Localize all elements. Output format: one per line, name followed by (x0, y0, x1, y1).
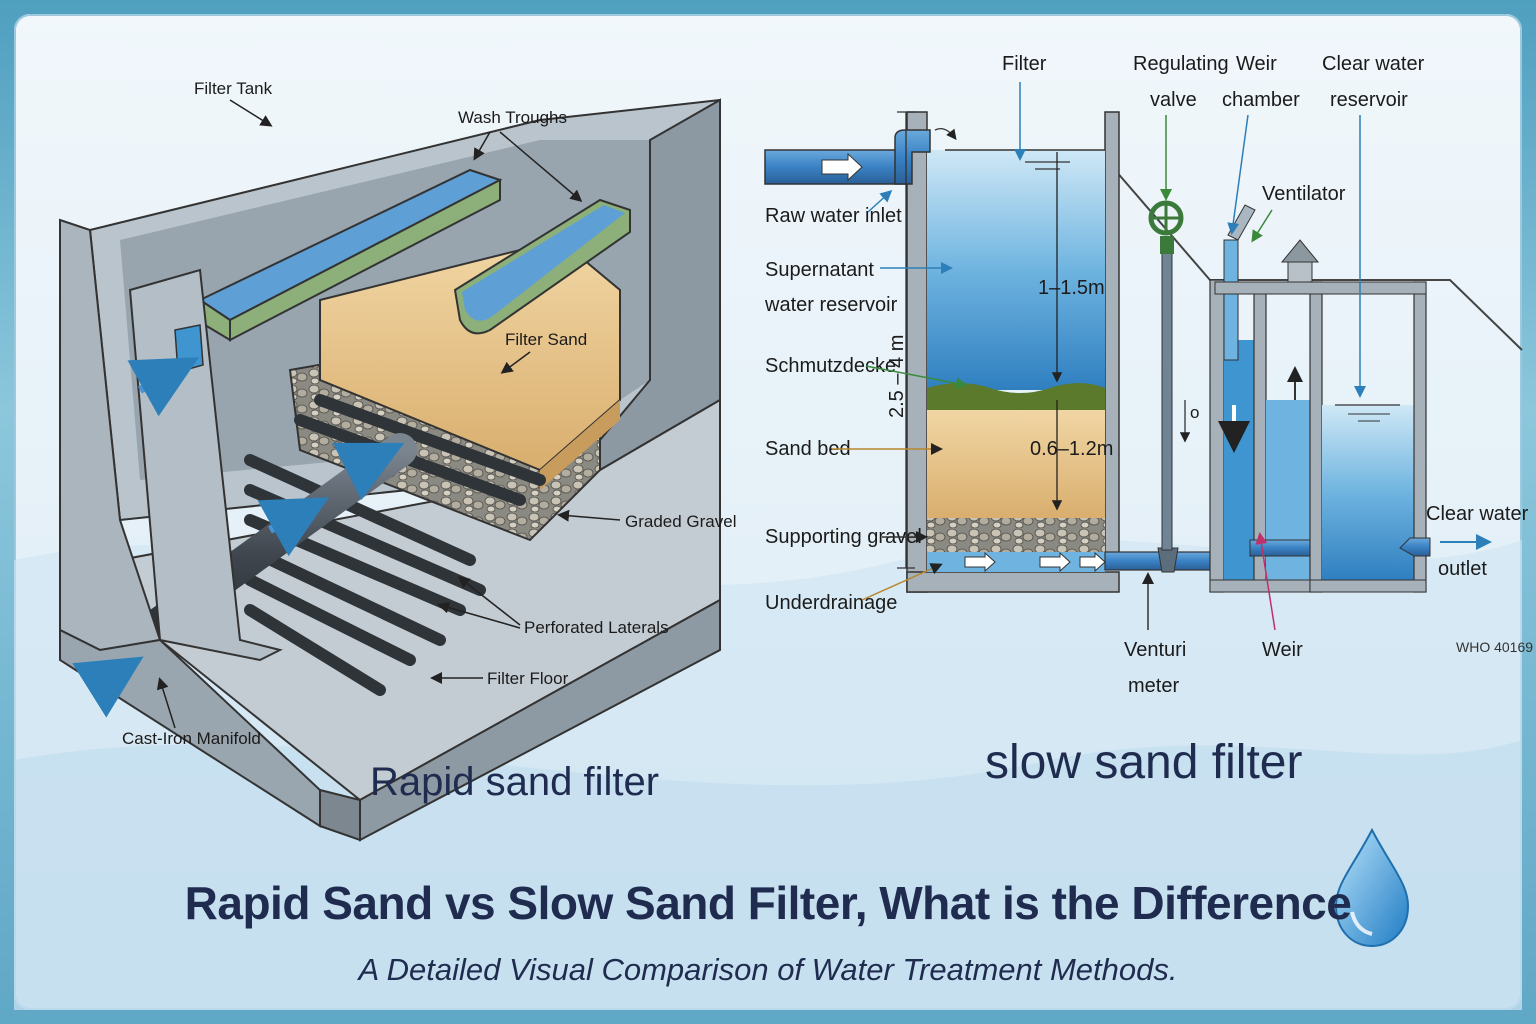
leader-line (1255, 532, 1276, 631)
sand-bed-layer (927, 410, 1105, 518)
label-clear-reservoir-2: reservoir (1330, 89, 1408, 111)
weir-inlet-pipe (1223, 239, 1239, 361)
sand-side (540, 400, 620, 490)
ventilator-cap (1280, 239, 1320, 263)
page-subtitle: A Detailed Visual Comparison of Water Tr… (358, 952, 1178, 987)
label-filter-floor: Filter Floor (487, 669, 569, 688)
leader-line (867, 189, 893, 213)
label-venturi-2: meter (1128, 675, 1179, 697)
page-title: Rapid Sand vs Slow Sand Filter, What is … (184, 877, 1352, 929)
inlet-arrow (821, 152, 863, 182)
clear-outlet-pipe (1399, 537, 1431, 557)
trough-water (462, 205, 625, 321)
schmutzdecke-layer (927, 383, 1105, 412)
reservoir-left-wall (1309, 281, 1323, 593)
leader-line (229, 99, 273, 127)
label-weir: Weir (1262, 639, 1303, 661)
filter-base (906, 571, 1120, 593)
label-supporting-gravel: Supporting gravel (765, 526, 922, 548)
filter-right-wall (1104, 111, 1120, 559)
label-filter-sand: Filter Sand (505, 330, 587, 349)
label-depth-total: 2.5 – 4 m (886, 335, 908, 418)
inlet-elbow (894, 129, 931, 185)
valve-body (1160, 236, 1174, 254)
chamber-roof (1214, 281, 1427, 295)
label-depth-water: 1–1.5m (1038, 277, 1105, 299)
rapid-filter-caption: Rapid sand filter (370, 760, 660, 804)
label-cast-iron-manifold: Cast-Iron Manifold (122, 729, 261, 748)
label-supernatant-2: water reservoir (764, 294, 898, 316)
label-regulating-1: Regulating (1133, 53, 1229, 75)
label-weir-chamber-2: chamber (1222, 89, 1300, 111)
leader-line (156, 677, 176, 729)
label-sand-bed: Sand bed (765, 438, 851, 460)
supernatant-water (927, 150, 1105, 390)
label-perforated-laterals: Perforated Laterals (524, 618, 669, 637)
leader-line (1227, 114, 1249, 235)
flow-arrow (72, 656, 144, 718)
leader-line (499, 131, 583, 202)
flow-arrow (127, 357, 199, 417)
supporting-gravel-layer (927, 518, 1105, 552)
leader-line (861, 563, 943, 601)
flow-arrow (332, 442, 405, 501)
leader-line (1251, 209, 1273, 243)
weir-chamber-left-wall (1209, 279, 1225, 593)
slow-sand-filter: 2.5 – 4 m 1–1.5m 0.6–1.2m o (764, 53, 1529, 697)
leader-line (457, 576, 521, 626)
valve-stem (1161, 239, 1173, 551)
label-regulating-2: valve (1150, 89, 1197, 111)
label-weir-chamber-1: Weir (1236, 53, 1277, 75)
leader-line (473, 131, 491, 161)
weir-chamber-water (1224, 340, 1254, 580)
rapid-sand-filter: Filter Tank Wash Troughs Filter Sand Gra… (59, 79, 737, 842)
flow-arrow (257, 497, 329, 557)
underdrainage-layer (927, 552, 1105, 572)
label-underdrainage: Underdrainage (765, 592, 897, 614)
ground-line (1114, 169, 1523, 351)
leader-line (437, 601, 521, 629)
weir-connector-pipe (1249, 539, 1315, 557)
label-ventilator: Ventilator (1262, 183, 1346, 205)
label-filter: Filter (1002, 53, 1047, 75)
leader-line (865, 365, 968, 390)
label-outlet-2: outlet (1438, 558, 1487, 580)
label-clear-reservoir-1: Clear water (1322, 53, 1425, 75)
weir-vent-pipe (1227, 204, 1256, 241)
label-outlet-1: Clear water (1426, 503, 1529, 525)
venturi-meter (1157, 547, 1179, 573)
label-schmutzdecke: Schmutzdecke (765, 355, 896, 377)
label-raw-water-inlet: Raw water inlet (765, 205, 902, 227)
water-drop-icon (1334, 827, 1410, 948)
label-graded-gravel: Graded Gravel (625, 512, 737, 531)
underdrain-arrows (964, 551, 1106, 573)
label-valve-mark: o (1190, 403, 1199, 422)
label-depth-sand: 0.6–1.2m (1030, 438, 1113, 460)
who-code-label: WHO 40169 (1456, 639, 1534, 655)
slow-filter-caption: slow sand filter (985, 736, 1303, 789)
leader-line (557, 509, 621, 522)
label-filter-tank: Filter Tank (194, 79, 273, 98)
leader-line (500, 351, 531, 374)
trough-side (229, 178, 501, 342)
label-wash-troughs: Wash Troughs (458, 108, 567, 127)
label-venturi-1: Venturi (1124, 639, 1186, 661)
perforated-laterals (244, 394, 546, 696)
label-supernatant-1: Supernatant (765, 259, 874, 281)
inlet-flow-arc (934, 127, 957, 141)
reservoir-water (1322, 405, 1414, 580)
